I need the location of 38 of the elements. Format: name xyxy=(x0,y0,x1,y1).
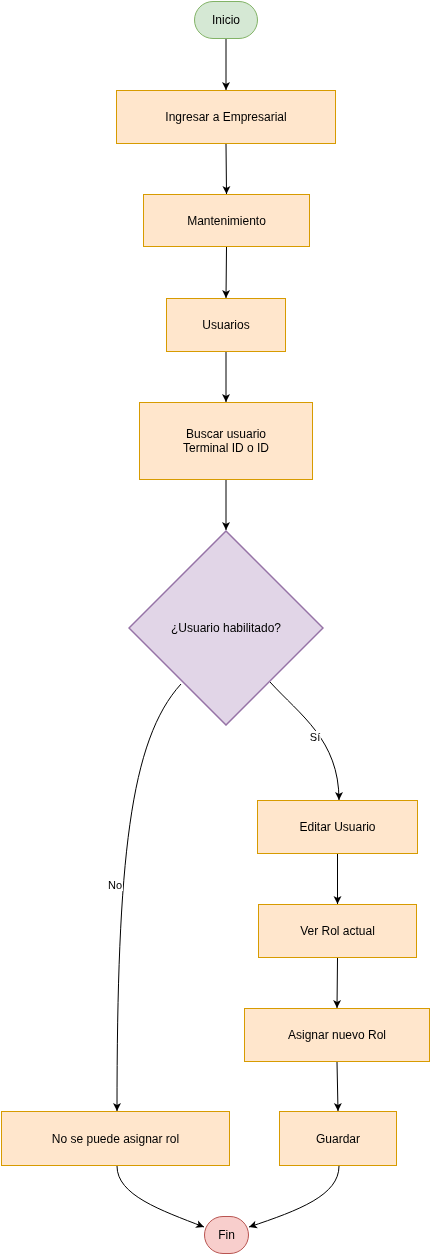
process-box xyxy=(258,904,417,958)
arrow xyxy=(113,683,182,1112)
node-text: Guardar xyxy=(315,1131,361,1146)
node-text: Ingresar a Empresarial xyxy=(164,110,288,124)
arrow xyxy=(333,1061,342,1112)
process-box xyxy=(166,298,286,352)
arrow xyxy=(248,1165,340,1229)
arrow xyxy=(333,957,342,1009)
arrow xyxy=(222,351,230,403)
arrow xyxy=(269,681,343,801)
process-box xyxy=(244,1008,430,1062)
node-text: Fin xyxy=(217,1228,236,1242)
node-text: No se puede asignar rol xyxy=(50,1131,181,1146)
start-terminal xyxy=(194,1,258,39)
edge-label: No xyxy=(106,879,124,891)
node-text: ¿Usuario habilitado? xyxy=(169,621,283,635)
arrow xyxy=(222,246,231,299)
process-box xyxy=(143,194,310,247)
process-box xyxy=(116,90,336,144)
node-text: Mantenimiento xyxy=(186,213,267,228)
arrow xyxy=(333,853,342,905)
arrow xyxy=(222,143,231,195)
node-text: Asignar nuevo Rol xyxy=(286,1028,388,1042)
edge-label: Sí xyxy=(308,731,322,743)
node-text: Buscar usuario Terminal ID o ID xyxy=(182,427,270,455)
node-text: Ver Rol actual xyxy=(299,924,376,938)
arrow xyxy=(222,38,230,91)
node-text: Inicio xyxy=(211,13,241,27)
process-box xyxy=(257,800,418,854)
end-terminal xyxy=(204,1216,249,1254)
node-text: Editar Usuario xyxy=(298,820,377,834)
node-text: Usuarios xyxy=(201,318,251,332)
process-box xyxy=(139,402,313,480)
arrow xyxy=(116,1165,205,1228)
arrow xyxy=(222,479,230,531)
process-box xyxy=(279,1111,397,1166)
process-box xyxy=(1,1111,230,1166)
decision-diamond xyxy=(128,530,324,726)
